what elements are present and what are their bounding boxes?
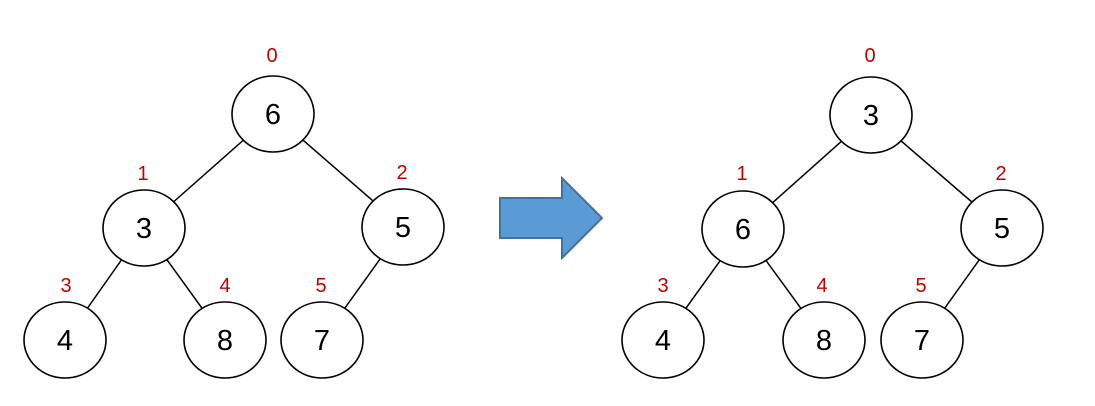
node-circle (782, 301, 866, 379)
node-index-label: 0 (864, 45, 875, 67)
node-index-label: 4 (816, 275, 827, 297)
right-arrow-icon (499, 175, 604, 261)
tree-node: 0 3 (829, 45, 913, 154)
node-index-label: 2 (396, 162, 407, 184)
tree-after: 0 3 1 6 2 5 3 4 (621, 45, 1044, 379)
node-value: 6 (735, 214, 751, 246)
node-value: 8 (816, 325, 832, 357)
node-circle (960, 189, 1044, 267)
node-index-label: 0 (266, 45, 277, 67)
node-index-label: 5 (915, 275, 926, 297)
node-circle (280, 301, 364, 379)
tree-node: 5 7 (880, 275, 964, 379)
tree-node: 4 8 (183, 275, 267, 379)
node-value: 4 (57, 325, 73, 357)
tree-node: 1 6 (701, 163, 785, 268)
node-value: 3 (136, 213, 152, 245)
node-circle (231, 75, 315, 153)
tree-before: 0 6 1 3 2 5 3 4 (23, 45, 445, 379)
node-value: 6 (265, 99, 281, 131)
tree-node: 3 4 (621, 275, 705, 379)
node-index-label: 3 (657, 275, 668, 297)
tree-node: 2 5 (361, 162, 445, 266)
node-value: 7 (914, 325, 930, 357)
node-value: 4 (655, 325, 671, 357)
tree-node: 2 5 (960, 163, 1044, 267)
node-circle (102, 189, 186, 267)
node-value: 3 (863, 100, 879, 132)
node-value: 7 (314, 325, 330, 357)
node-index-label: 1 (137, 163, 148, 185)
node-index-label: 2 (995, 163, 1006, 185)
node-value: 5 (994, 213, 1010, 245)
node-circle (361, 188, 445, 266)
node-value: 8 (217, 325, 233, 357)
node-index-label: 3 (60, 275, 71, 297)
tree-node: 1 3 (102, 163, 186, 267)
node-index-label: 5 (315, 275, 326, 297)
node-circle (880, 301, 964, 379)
node-circle (23, 301, 107, 379)
tree-node: 4 8 (782, 275, 866, 379)
node-value: 5 (395, 212, 411, 244)
node-index-label: 4 (219, 275, 230, 297)
tree-node: 0 6 (231, 45, 315, 153)
node-circle (183, 301, 267, 379)
node-circle (701, 190, 785, 268)
tree-node: 5 7 (280, 275, 364, 379)
node-circle (829, 76, 913, 154)
node-index-label: 1 (736, 163, 747, 185)
node-circle (621, 301, 705, 379)
tree-node: 3 4 (23, 275, 107, 379)
